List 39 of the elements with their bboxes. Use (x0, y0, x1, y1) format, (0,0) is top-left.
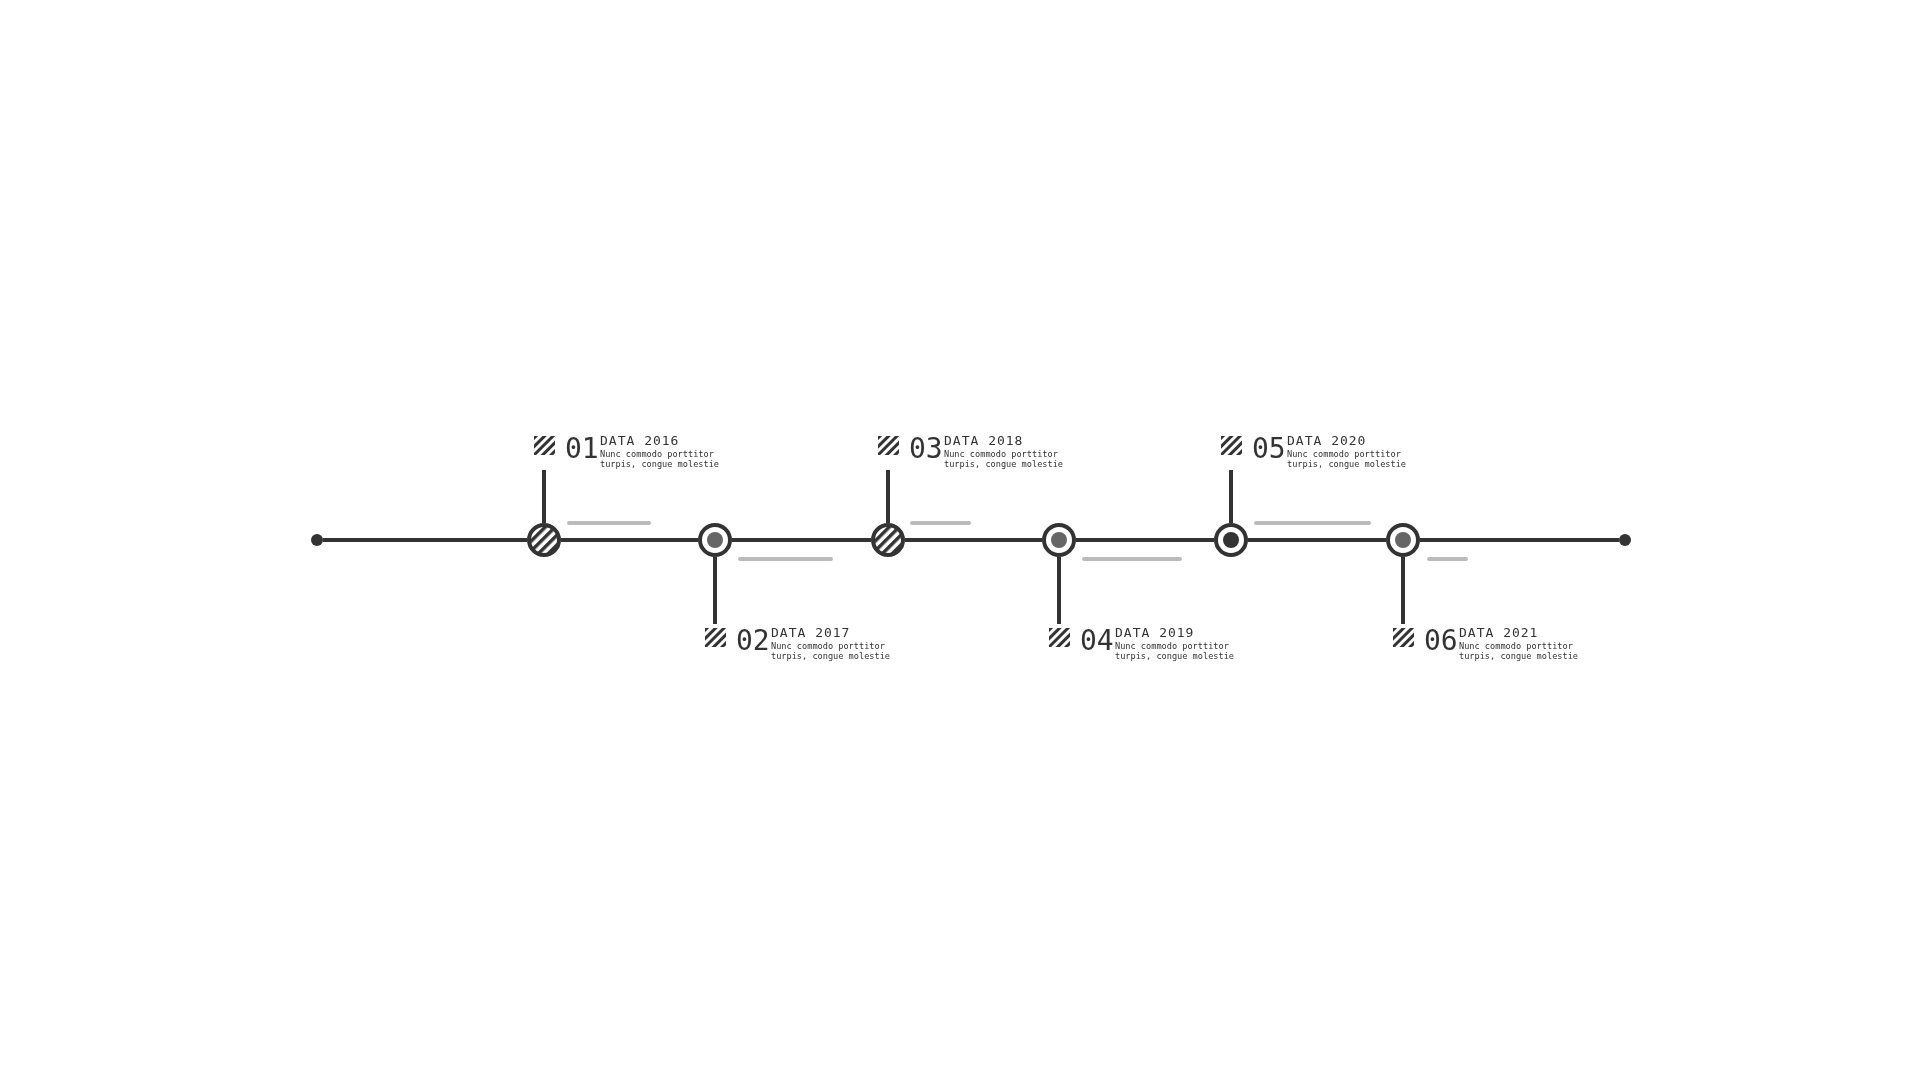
year-heading: DATA 2017 (771, 625, 851, 640)
year-heading: DATA 2021 (1459, 625, 1539, 640)
timeline-line (323, 538, 527, 542)
connector-line (1057, 557, 1061, 624)
timeline-line (732, 538, 871, 542)
description-text: Nunc commodo porttitor turpis, congue molestie (944, 449, 1064, 469)
timeline-line (561, 538, 698, 542)
description-text: Nunc commodo porttitor turpis, congue molestie (600, 449, 720, 469)
year-heading: DATA 2019 (1115, 625, 1195, 640)
connector-line (1401, 557, 1405, 624)
circle-marker (1214, 523, 1248, 557)
year-heading: DATA 2020 (1287, 433, 1367, 448)
connector-line (886, 470, 890, 523)
description-text: Nunc commodo porttitor turpis, congue molestie (1459, 641, 1579, 661)
circle-marker (698, 523, 732, 557)
description-text: Nunc commodo porttitor turpis, congue molestie (1115, 641, 1235, 661)
circle-marker (871, 523, 905, 557)
step-number: 01 (565, 432, 599, 466)
step-number: 05 (1252, 432, 1286, 466)
step-number: 04 (1080, 624, 1114, 658)
timeline-line (1420, 538, 1619, 542)
end-dot (1619, 534, 1631, 546)
description-text: Nunc commodo porttitor turpis, congue molestie (771, 641, 891, 661)
step-number: 02 (736, 624, 770, 658)
end-dot (311, 534, 323, 546)
step-number: 06 (1424, 624, 1458, 658)
connector-line (542, 470, 546, 523)
year-heading: DATA 2016 (600, 433, 680, 448)
description-text: Nunc commodo porttitor turpis, congue molestie (1287, 449, 1407, 469)
year-heading: DATA 2018 (944, 433, 1024, 448)
timeline-line (1248, 538, 1386, 542)
connector-line (1229, 470, 1233, 523)
circle-marker (1042, 523, 1076, 557)
connector-line (713, 557, 717, 624)
circle-marker (527, 523, 561, 557)
circle-marker (1386, 523, 1420, 557)
timeline-line (905, 538, 1042, 542)
timeline-line (1076, 538, 1214, 542)
step-number: 03 (909, 432, 943, 466)
